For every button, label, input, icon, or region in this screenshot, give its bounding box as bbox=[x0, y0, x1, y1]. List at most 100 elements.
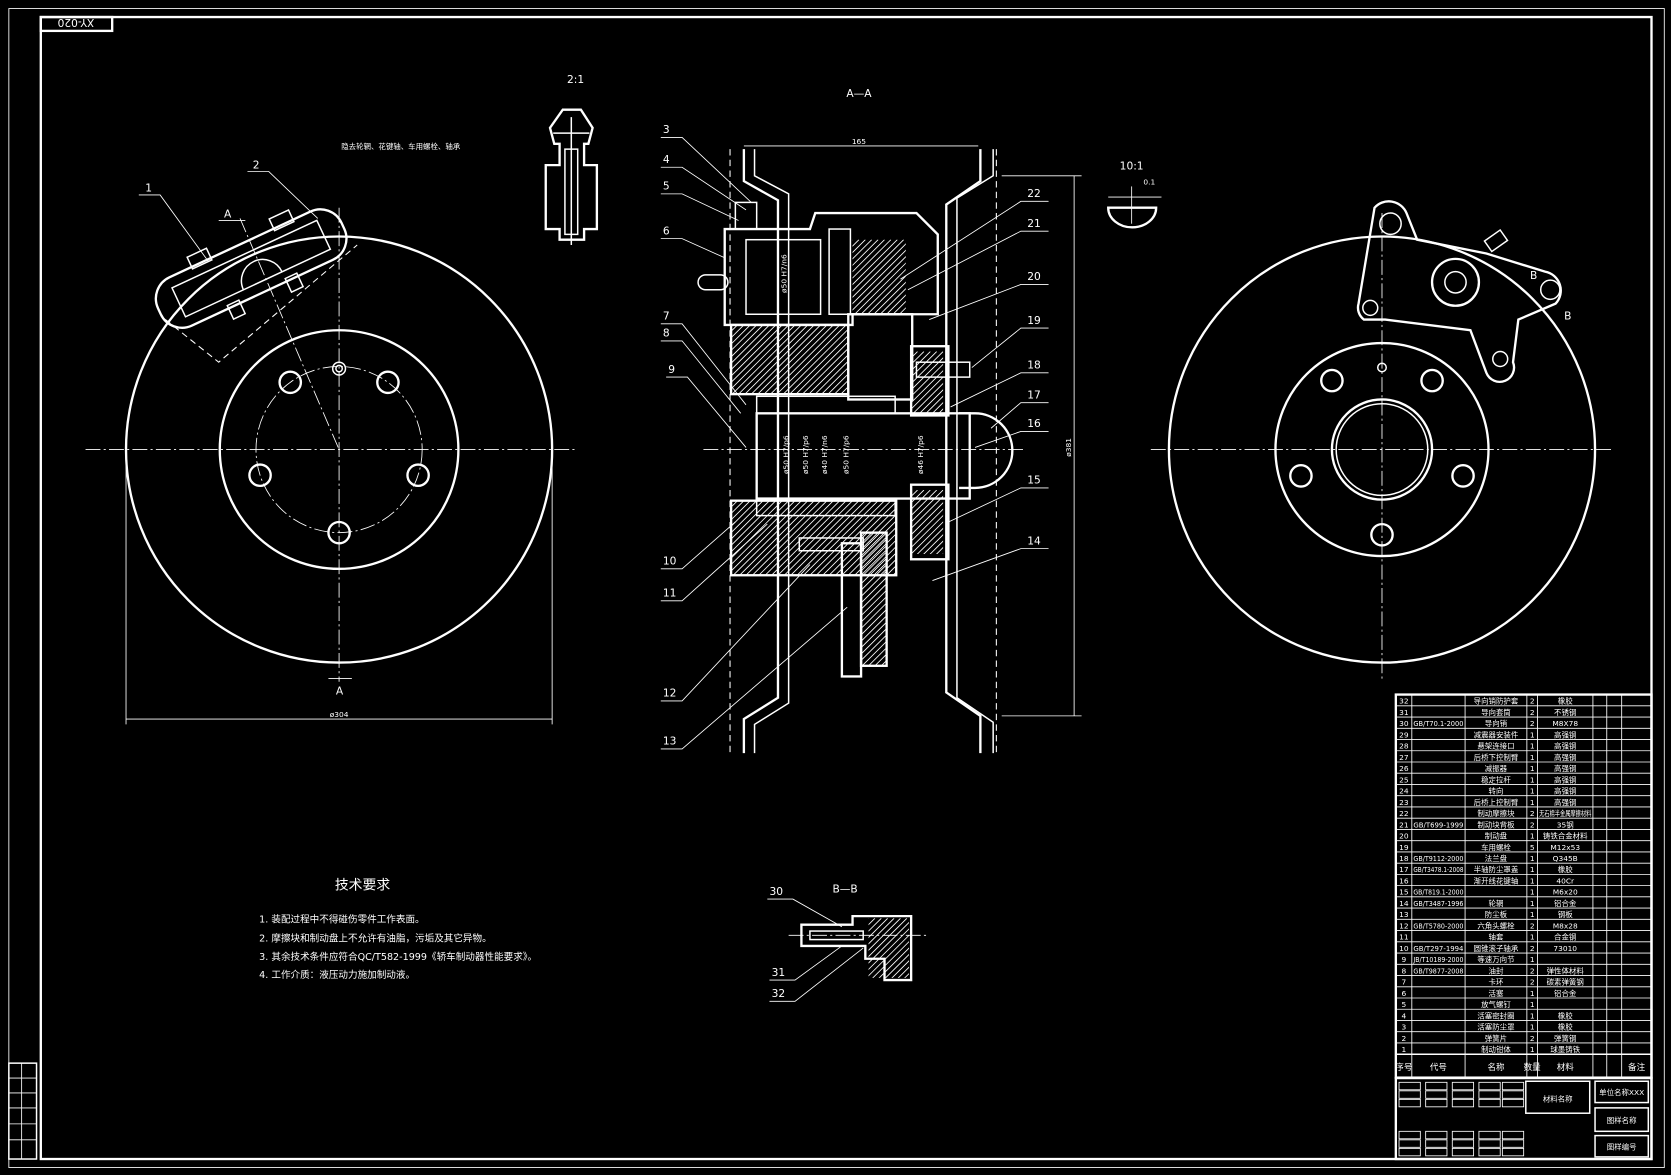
section-marker-b-top: B bbox=[1530, 269, 1537, 282]
callout-18: 18 bbox=[1027, 359, 1041, 372]
callout-8: 8 bbox=[663, 327, 670, 340]
bolt-hole bbox=[1320, 368, 1344, 393]
part-code: GB/T5780-2000 bbox=[1413, 921, 1463, 930]
callout-4: 4 bbox=[663, 153, 670, 166]
part-name: 法兰盘 bbox=[1485, 853, 1508, 863]
company-name: 单位名称XXX bbox=[1599, 1087, 1644, 1097]
material-name: 材料名称 bbox=[1543, 1093, 1573, 1103]
table-header: 材料 bbox=[1557, 1062, 1575, 1073]
part-qty: 1 bbox=[1530, 742, 1535, 751]
bolt-hole bbox=[248, 463, 272, 488]
part-name: 防尘板 bbox=[1485, 909, 1508, 919]
part-material: 铝合金 bbox=[1554, 898, 1577, 908]
part-material: 合金钢 bbox=[1554, 932, 1576, 942]
part-material: 碳素弹簧钢 bbox=[1547, 977, 1584, 987]
callout-5: 5 bbox=[663, 180, 670, 193]
part-qty: 1 bbox=[1530, 865, 1535, 874]
part-code: GB/T70.1-2000 bbox=[1413, 719, 1463, 728]
part-material: Q345B bbox=[1553, 854, 1578, 863]
fit-4: ø40 H7/n6 bbox=[820, 435, 829, 474]
dim-rim-width: 165 bbox=[852, 137, 866, 146]
bolt-hole bbox=[278, 370, 303, 395]
part-qty: 1 bbox=[1530, 1011, 1535, 1020]
section-a-a: A—A 165 ø381 bbox=[660, 87, 1082, 754]
part-number: 27 bbox=[1399, 753, 1409, 762]
part-number: 30 bbox=[1399, 719, 1409, 728]
callout-14: 14 bbox=[1027, 534, 1041, 547]
title-block: 材料名称 单位名称XXX 图样名称 图样编号 bbox=[1394, 1076, 1653, 1161]
callout-20: 20 bbox=[1027, 270, 1041, 283]
part-name: 导向销 bbox=[1485, 718, 1508, 728]
callout-30: 30 bbox=[769, 885, 783, 898]
part-qty: 2 bbox=[1530, 809, 1535, 818]
detail-10-1: 10:1 0.1 bbox=[1107, 159, 1162, 229]
section-aa-title: A—A bbox=[846, 87, 872, 100]
part-qty: 1 bbox=[1530, 888, 1535, 897]
section-b-b: B—B bbox=[788, 883, 928, 982]
part-name: 圆锥滚子轴承 bbox=[1474, 943, 1519, 953]
tech-requirements: 技术要求 1. 装配过程中不得碰伤零件工作表面。 2. 摩擦块和制动盘上不允许有… bbox=[259, 878, 537, 981]
tech-item-2: 2. 摩擦块和制动盘上不允许有油脂，污垢及其它异物。 bbox=[259, 933, 491, 945]
part-number: 21 bbox=[1399, 820, 1409, 829]
detail-scale-2-1: 2:1 bbox=[567, 73, 584, 86]
part-material: 35钢 bbox=[1557, 819, 1574, 829]
part-number: 19 bbox=[1399, 843, 1409, 852]
part-qty: 2 bbox=[1530, 978, 1535, 987]
tech-title: 技术要求 bbox=[335, 878, 390, 894]
part-material: 钢板 bbox=[1558, 909, 1573, 919]
part-name: 悬架连接口 bbox=[1477, 741, 1514, 751]
part-number: 22 bbox=[1399, 809, 1408, 818]
part-qty: 2 bbox=[1530, 921, 1535, 930]
callout-10: 10 bbox=[663, 555, 677, 568]
part-number: 5 bbox=[1401, 1000, 1406, 1009]
part-material: 高强钢 bbox=[1554, 729, 1576, 739]
part-number: 6 bbox=[1401, 989, 1406, 998]
part-name: 轴套 bbox=[1489, 932, 1504, 942]
table-header: 名称 bbox=[1487, 1062, 1505, 1073]
part-name: 活塞 bbox=[1489, 988, 1504, 998]
part-qty: 2 bbox=[1530, 1034, 1535, 1043]
bolt-hole bbox=[406, 463, 430, 488]
part-qty: 1 bbox=[1530, 899, 1535, 908]
drawing-name: 图样名称 bbox=[1607, 1115, 1637, 1125]
part-number: 2 bbox=[1401, 1034, 1406, 1043]
bolt-hole bbox=[1370, 522, 1394, 547]
part-material: M8x28 bbox=[1553, 921, 1578, 930]
part-number: 16 bbox=[1399, 876, 1409, 885]
part-code: GB/T699-1999 bbox=[1413, 820, 1463, 829]
part-material: M12x53 bbox=[1550, 843, 1580, 852]
part-material: 高强钢 bbox=[1554, 786, 1576, 796]
part-material: 球墨铸铁 bbox=[1550, 1044, 1580, 1054]
part-material: 橡胶 bbox=[1558, 864, 1573, 874]
part-qty: 1 bbox=[1530, 933, 1535, 942]
part-name: 后桥上控制臂 bbox=[1474, 797, 1519, 807]
part-material: 40Cr bbox=[1556, 876, 1575, 885]
part-number: 13 bbox=[1399, 910, 1409, 919]
part-name: 弹簧片 bbox=[1485, 1033, 1507, 1043]
part-number: 25 bbox=[1399, 775, 1409, 784]
table-header: 代号 bbox=[1430, 1062, 1447, 1073]
callout-1: 1 bbox=[145, 182, 152, 195]
part-number: 23 bbox=[1399, 798, 1409, 807]
part-name: 卡环 bbox=[1489, 977, 1504, 987]
callout-7: 7 bbox=[663, 310, 670, 323]
part-name: 制动摩擦块 bbox=[1477, 808, 1515, 818]
part-material: 高强钢 bbox=[1554, 752, 1576, 762]
part-number: 9 bbox=[1401, 955, 1406, 964]
part-qty: 1 bbox=[1530, 876, 1535, 885]
part-name: 油封 bbox=[1489, 965, 1504, 975]
part-material: 无石棉半金属摩擦材料 bbox=[1539, 808, 1592, 818]
code-tag: XY-020 bbox=[57, 16, 94, 29]
part-number: 8 bbox=[1401, 966, 1406, 975]
